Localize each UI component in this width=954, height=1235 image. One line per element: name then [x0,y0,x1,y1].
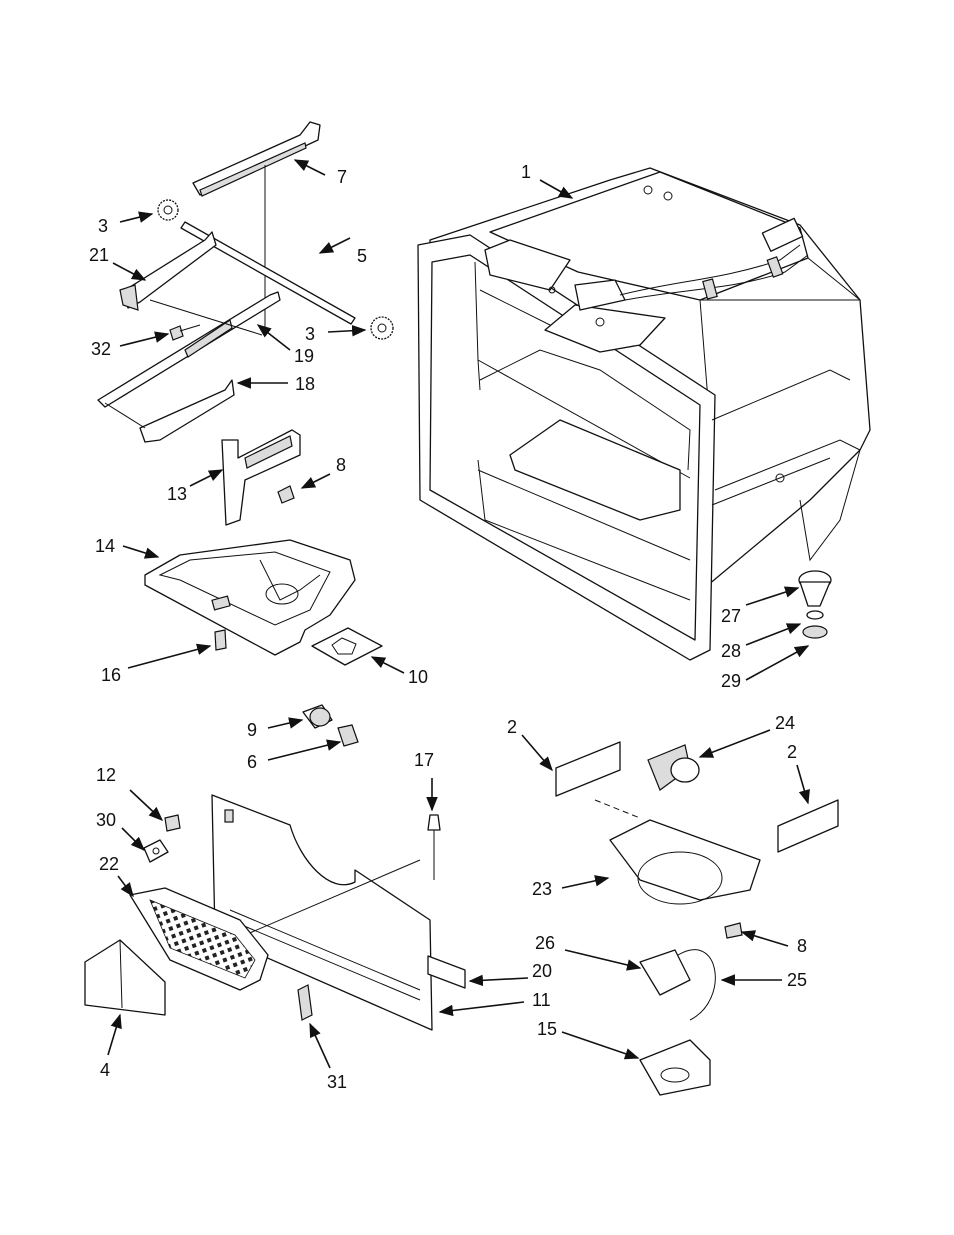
screw-32-part [170,325,200,340]
leader-31 [310,1024,330,1068]
leader-2b [797,765,808,803]
leader-30 [122,828,144,850]
leader-26 [565,950,640,968]
air-duct-11-part [212,795,432,1030]
callout-15: 15 [537,1019,557,1039]
callout-26: 26 [535,933,555,953]
callout-6: 6 [247,752,257,772]
light-31-part [298,985,312,1020]
callout-1: 1 [521,162,531,182]
callout-2b: 2 [787,742,797,762]
leader-11 [440,1002,524,1012]
leader-28 [746,624,800,645]
callout-12: 12 [96,765,116,785]
leader-5 [320,238,350,253]
callout-9: 9 [247,720,257,740]
callout-24: 24 [775,713,795,733]
callout-8b: 8 [797,936,807,956]
callout-30: 30 [96,810,116,830]
callout-4: 4 [100,1060,110,1080]
callout-7: 7 [337,167,347,187]
leader-20 [470,978,528,981]
leader-15 [562,1032,638,1058]
leader-22 [118,876,133,896]
leader-13 [190,470,222,486]
leader-19 [258,325,290,350]
callout-13: 13 [167,484,187,504]
callout-2a: 2 [507,717,517,737]
callout-14: 14 [95,536,115,556]
rail-19-part [98,292,280,407]
callout-20: 20 [532,961,552,981]
screw-12-part [165,815,180,831]
leader-1 [540,180,572,198]
callout-8a: 8 [336,455,346,475]
sensor-17-part [428,815,440,880]
callout-3a: 3 [98,216,108,236]
bracket-30-part [144,840,168,862]
motor-bracket-15-part [640,1040,710,1095]
callout-32: 32 [91,339,111,359]
screw-8-upper-part [278,486,294,503]
callout-29: 29 [721,671,741,691]
leader-12 [130,790,162,820]
door-4-part [85,940,165,1015]
callout-21: 21 [89,245,109,265]
callout-3b: 3 [305,324,315,344]
leader-23 [562,878,608,888]
callout-11: 11 [532,990,551,1010]
leader-9 [268,720,302,728]
leader-29 [746,646,808,680]
leader-27 [746,588,798,605]
bulb-6-part [338,725,358,746]
callout-17: 17 [414,750,434,770]
cover-14-part [145,540,355,655]
leader-3b [328,330,365,332]
switch-16-part [215,630,226,650]
fan-blade-24-part [648,745,699,790]
callout-23: 23 [532,879,552,899]
leader-24 [700,730,770,757]
leader-10 [372,657,404,673]
motor-26-part [640,950,715,1020]
bracket-13-part [222,430,300,525]
callout-31: 31 [327,1072,347,1092]
leader-3a [120,214,152,222]
callout-28: 28 [721,641,741,661]
foam-strip-20-part [428,956,465,988]
callout-19: 19 [294,346,314,366]
callout-18: 18 [295,374,315,394]
callout-22: 22 [99,854,119,874]
light-socket-9-part [303,705,332,728]
insulation-2-right-part [778,800,838,852]
gear-right-part [371,317,393,339]
insulation-2-left-part [556,742,620,796]
leader-21 [113,263,145,280]
leader-6 [268,742,340,760]
foam-10-part [312,628,382,665]
left-bracket-part [120,232,216,310]
callout-16: 16 [101,665,121,685]
fan-shroud-23-part [595,800,760,904]
callout-10: 10 [408,667,428,687]
leader-2a [522,735,552,770]
leader-7 [295,160,325,175]
leader-32 [120,334,168,346]
screw-8-lower-part [725,923,742,938]
slide-rail-part [193,122,320,330]
callout-25: 25 [787,970,807,990]
callout-27: 27 [721,606,741,626]
leader-4 [108,1015,120,1055]
leader-8b [742,932,788,946]
gear-left-part [158,200,178,220]
callout-5: 5 [357,246,367,266]
leader-16 [128,646,210,668]
leader-14 [123,546,158,557]
leader-8a [302,474,330,488]
drain-27-28-29-part [799,571,831,638]
